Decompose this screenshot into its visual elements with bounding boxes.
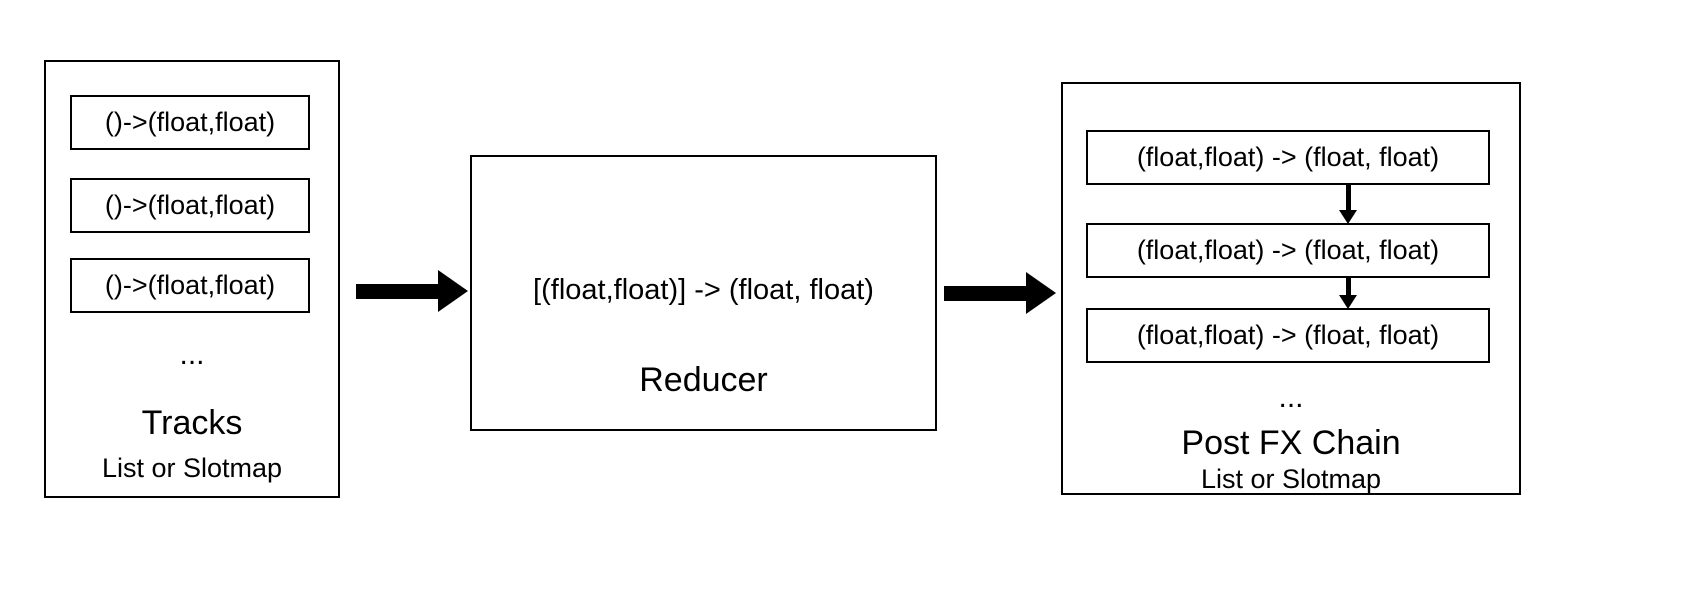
arrow-right-icon <box>944 272 1056 314</box>
reducer-signature: [(float,float)] -> (float, float) <box>533 273 874 306</box>
postfx-slot: (float,float) -> (float, float) <box>1086 223 1490 278</box>
arrow-head <box>1339 210 1357 224</box>
postfx-slot: (float,float) -> (float, float) <box>1086 130 1490 185</box>
arrow-right-icon <box>356 270 468 312</box>
arrow-down-icon <box>1339 185 1357 224</box>
postfx-subtitle: List or Slotmap <box>1200 463 1382 494</box>
arrow-shaft <box>1345 185 1351 210</box>
tracks-title: Tracks <box>141 403 243 442</box>
tracks-ellipsis: ... <box>179 338 205 371</box>
reducer-box <box>470 155 937 431</box>
track-slot: ()->(float,float) <box>70 258 310 313</box>
arrow-shaft <box>1345 278 1351 295</box>
arrow-shaft <box>356 283 438 299</box>
arrow-head <box>1026 272 1056 314</box>
arrow-head <box>1339 295 1357 309</box>
arrow-head <box>438 270 468 312</box>
postfx-ellipsis: ... <box>1278 381 1304 414</box>
reducer-title: Reducer <box>639 360 768 399</box>
postfx-slot: (float,float) -> (float, float) <box>1086 308 1490 363</box>
arrow-shaft <box>944 285 1026 301</box>
track-slot: ()->(float,float) <box>70 178 310 233</box>
track-slot: ()->(float,float) <box>70 95 310 150</box>
arrow-down-icon <box>1339 278 1357 309</box>
postfx-title: Post FX Chain <box>1181 423 1401 462</box>
tracks-subtitle: List or Slotmap <box>101 452 283 483</box>
